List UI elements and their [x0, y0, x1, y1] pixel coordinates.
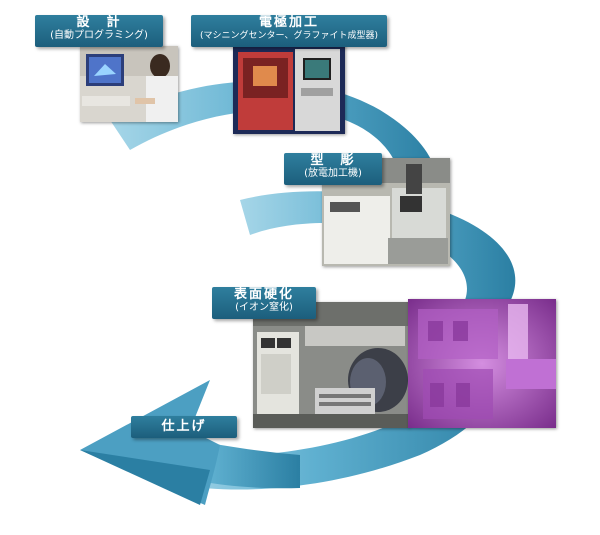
- step-title: 仕上げ: [161, 419, 207, 434]
- photo-ion-nitriding-closeup: [408, 299, 556, 428]
- step-label-die-sinking: 型 彫 (放電加工機): [284, 153, 382, 185]
- arrow-band-lower: [180, 310, 514, 490]
- step-title: 型 彫: [310, 153, 356, 168]
- step-subtitle: (放電加工機): [304, 168, 362, 179]
- photo-electrode-machining: [233, 44, 345, 134]
- step-label-finishing: 仕上げ: [131, 416, 237, 438]
- step-title: 設 計: [76, 15, 122, 30]
- step-label-electrode-machining: 電極加工 (マシニングセンター、グラファイト成型器): [191, 15, 387, 47]
- step-title: 電極加工: [258, 15, 319, 30]
- step-title: 表面硬化: [233, 287, 294, 302]
- step-subtitle: (マシニングセンター、グラファイト成型器): [200, 31, 378, 41]
- arrow-band-top: [110, 81, 438, 210]
- photo-design: [80, 46, 178, 122]
- photo-die-sinking: [322, 158, 450, 266]
- step-label-design: 設 計 (自動プログラミング): [35, 15, 163, 47]
- step-subtitle: (自動プログラミング): [50, 30, 148, 41]
- photo-ion-nitriding: [253, 302, 409, 428]
- step-label-ion-nitriding: 表面硬化 (イオン窒化): [212, 287, 316, 319]
- step-subtitle: (イオン窒化): [235, 302, 293, 313]
